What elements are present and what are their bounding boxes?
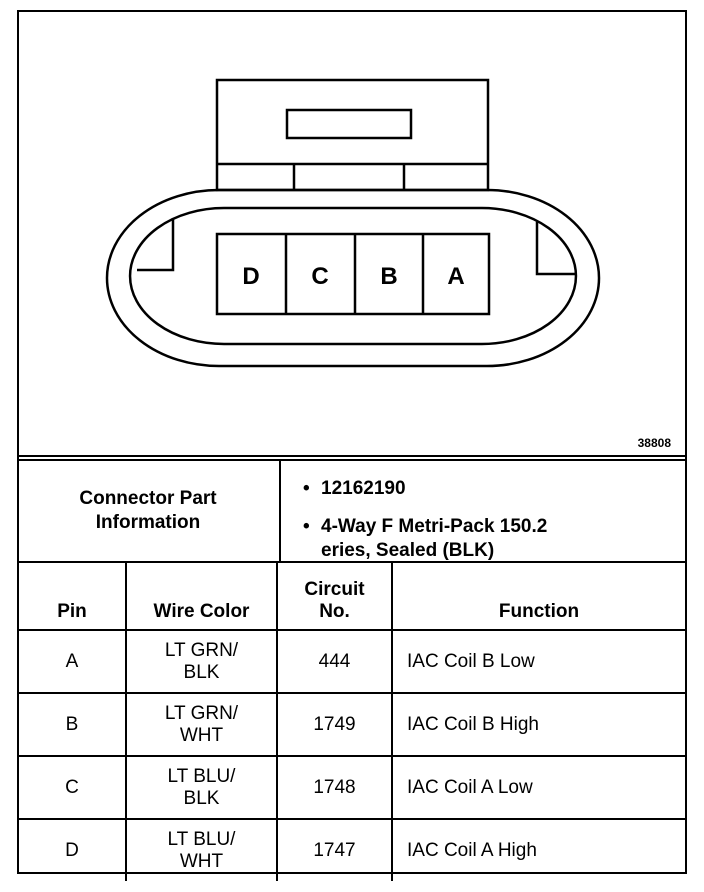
pin-label-d: D xyxy=(242,263,259,290)
pinout-table: Pin Wire Color Circuit No. Function A LT… xyxy=(19,561,685,881)
section-divider xyxy=(19,455,685,457)
pin-cell: D xyxy=(19,818,127,881)
wire-color-cell: LT GRN/WHT xyxy=(125,692,278,757)
circuit-cell: 444 xyxy=(276,629,393,694)
pin-label-c: C xyxy=(311,263,328,290)
wire-color-cell: LT GRN/BLK xyxy=(125,629,278,694)
header-circuit-line2: No. xyxy=(319,601,350,622)
connector-part-info-label: Connector Part Information xyxy=(19,461,277,561)
circuit-cell: 1749 xyxy=(276,692,393,757)
function-cell: IAC Coil A Low xyxy=(391,755,685,820)
info-label-line1: Connector Part xyxy=(79,488,217,509)
latch-housing xyxy=(215,78,490,192)
header-function: Function xyxy=(391,561,685,631)
connector-outer-shell xyxy=(105,188,601,368)
wire-color-cell: LT BLU/BLK xyxy=(125,755,278,820)
pin-cell: C xyxy=(19,755,127,820)
connector-sheet: D C B A 38808 Connector Part Information… xyxy=(17,10,687,881)
circuit-cell: 1747 xyxy=(276,818,393,881)
latch-window xyxy=(285,108,413,140)
table-row: A LT GRN/BLK 444 IAC Coil B Low xyxy=(19,629,685,694)
header-wire-color: Wire Color xyxy=(125,561,278,631)
info-label-line2: Information xyxy=(95,512,201,533)
function-cell: IAC Coil B High xyxy=(391,692,685,757)
bullet-icon: • xyxy=(303,478,310,499)
function-cell: IAC Coil A High xyxy=(391,818,685,881)
terminal-block xyxy=(215,232,491,316)
wire-color-line1: LT BLU/ xyxy=(167,765,236,787)
table-row: B LT GRN/WHT 1749 IAC Coil B High xyxy=(19,692,685,757)
table-header-row: Pin Wire Color Circuit No. Function xyxy=(19,561,685,631)
pin-label-a: A xyxy=(447,263,464,290)
pin-label-b: B xyxy=(380,263,397,290)
table-row: D LT BLU/WHT 1747 IAC Coil A High xyxy=(19,818,685,881)
part-number: 12162190 xyxy=(321,478,406,499)
wire-color-line2: BLK xyxy=(183,661,220,683)
header-circuit: Circuit No. xyxy=(276,561,393,631)
connector-desc-line2: eries, Sealed (BLK) xyxy=(321,540,495,561)
wire-color-line1: LT GRN/ xyxy=(164,639,239,661)
wire-color-line1: LT GRN/ xyxy=(164,702,239,724)
function-cell: IAC Coil B Low xyxy=(391,629,685,694)
header-pin: Pin xyxy=(19,561,127,631)
wire-color-line2: BLK xyxy=(183,787,220,809)
header-circuit-line1: Circuit xyxy=(304,579,365,600)
table-row: C LT BLU/BLK 1748 IAC Coil A Low xyxy=(19,755,685,820)
wire-color-line2: WHT xyxy=(179,724,224,746)
connector-desc-line1: 4-Way F Metri-Pack 150.2 xyxy=(321,516,548,537)
wire-color-line2: WHT xyxy=(179,850,224,872)
connector-inner-shell xyxy=(128,206,578,346)
connector-drawing: D C B A xyxy=(105,78,601,368)
figure-reference: 38808 xyxy=(637,436,671,450)
bullet-icon: • xyxy=(303,516,310,537)
circuit-cell: 1748 xyxy=(276,755,393,820)
pin-cell: A xyxy=(19,629,127,694)
left-key xyxy=(137,218,175,272)
connector-desc-bullet: • 4-Way F Metri-Pack 150.2 eries, Sealed… xyxy=(303,515,548,563)
section-divider-double xyxy=(19,459,685,461)
wire-color-cell: LT BLU/WHT xyxy=(125,818,278,881)
connector-part-info-details: • 12162190 • 4-Way F Metri-Pack 150.2 er… xyxy=(279,461,685,561)
connector-diagram: D C B A 38808 xyxy=(19,12,685,457)
part-number-bullet: • 12162190 xyxy=(303,477,406,501)
right-key xyxy=(535,222,575,276)
pin-cell: B xyxy=(19,692,127,757)
wire-color-line1: LT BLU/ xyxy=(167,828,236,850)
